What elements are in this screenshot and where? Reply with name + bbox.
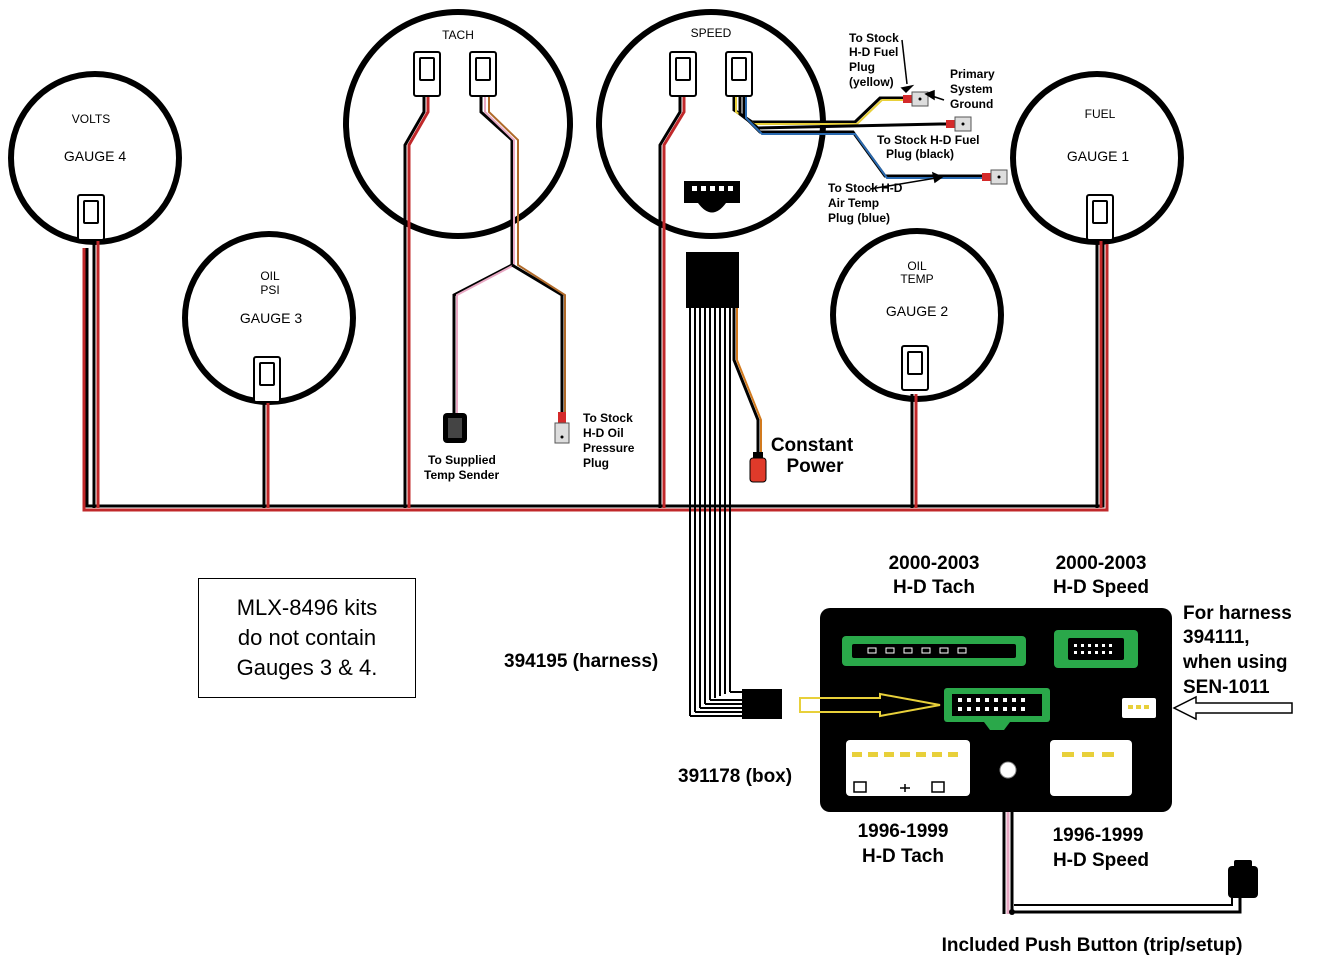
plug-oil-pressure — [554, 412, 570, 444]
svg-text:Pressure: Pressure — [583, 441, 635, 455]
gauge-oil-temp: OIL TEMP GAUGE 2 — [830, 228, 1004, 402]
kit-note-box: MLX-8496 kits do not contain Gauges 3 & … — [198, 578, 416, 698]
svg-text:To Stock: To Stock — [583, 411, 633, 425]
callout-arrows — [869, 39, 945, 190]
temp-sender-plug — [443, 413, 467, 443]
push-button-port — [999, 761, 1017, 779]
svg-text:Ground: Ground — [950, 97, 993, 111]
kit-note-line-1: MLX-8496 kits — [236, 595, 378, 620]
svg-text:System: System — [950, 82, 993, 96]
sen-arrow — [1172, 695, 1293, 721]
insert-arrow — [799, 692, 941, 718]
label-1996-tach: 1996-1999 H-D Tach — [858, 821, 949, 867]
speed-internal-connector — [684, 181, 740, 203]
svg-text:Constant: Constant — [771, 435, 854, 456]
gauge-fuel-label: FUEL — [1085, 107, 1116, 121]
svg-text:Power: Power — [786, 456, 844, 477]
tach-sensor-wires — [452, 94, 566, 418]
gauge-4-label: GAUGE 4 — [64, 148, 126, 164]
gauge-1-label: GAUGE 1 — [1067, 148, 1129, 164]
connector-2000-speed — [1054, 630, 1138, 668]
svg-text:394111,: 394111, — [1183, 627, 1250, 648]
gauge-oil-psi: OIL PSI GAUGE 3 — [182, 231, 356, 405]
constant-power-plug — [749, 452, 767, 483]
gauge-connectors — [77, 51, 1114, 403]
svg-text:Temp Sender: Temp Sender — [424, 468, 499, 482]
svg-text:To Supplied: To Supplied — [428, 453, 496, 467]
gauge-branch-wires — [92, 94, 1103, 508]
callout-temp-sender: To Supplied Temp Sender — [424, 453, 499, 482]
power-harness-bundle — [686, 252, 762, 717]
gauge-volts-label: VOLTS — [72, 112, 110, 126]
label-sen-note: For harness 394111, when using SEN-1011 — [1182, 603, 1292, 698]
gauge-tach-label: TACH — [442, 28, 474, 42]
callout-air-temp: To Stock H-D Air Temp Plug (blue) — [828, 181, 903, 225]
callout-primary-ground: Primary System Ground — [950, 67, 995, 111]
svg-text:Plug (black): Plug (black) — [886, 147, 954, 161]
svg-text:H-D Tach: H-D Tach — [893, 577, 975, 598]
svg-text:2000-2003: 2000-2003 — [1056, 553, 1147, 574]
svg-text:To Stock H-D Fuel: To Stock H-D Fuel — [877, 133, 979, 147]
plug-ground — [946, 116, 972, 132]
label-1996-speed: 1996-1999 H-D Speed — [1053, 825, 1149, 871]
push-button-label: Included Push Button (trip/setup) — [942, 935, 1243, 956]
label-2000-speed: 2000-2003 H-D Speed — [1053, 553, 1149, 598]
plug-fuel-yellow — [903, 91, 929, 107]
svg-text:H-D Speed: H-D Speed — [1053, 850, 1149, 871]
svg-text:H-D Fuel: H-D Fuel — [849, 45, 898, 59]
connector-harness — [944, 688, 1050, 730]
harness-plug — [742, 689, 782, 719]
gauge-3-label: GAUGE 3 — [240, 310, 302, 326]
svg-text:1996-1999: 1996-1999 — [858, 821, 949, 842]
svg-text:H-D Speed: H-D Speed — [1053, 577, 1149, 598]
gauge-oil-label: OIL — [260, 269, 280, 283]
harness-label: 394195 (harness) — [504, 651, 658, 672]
push-button[interactable] — [1228, 860, 1258, 898]
gauge-speed-label: SPEED — [691, 26, 732, 40]
svg-text:Plug: Plug — [849, 60, 875, 74]
svg-text:1996-1999: 1996-1999 — [1053, 825, 1144, 846]
svg-text:Plug (blue): Plug (blue) — [828, 211, 890, 225]
connector-sen-1011 — [1122, 698, 1156, 718]
callout-fuel-black: To Stock H-D Fuel Plug (black) — [877, 133, 979, 161]
plug-air-temp — [982, 169, 1008, 185]
svg-text:Air Temp: Air Temp — [828, 196, 879, 210]
svg-text:(yellow): (yellow) — [849, 75, 894, 89]
svg-text:Plug: Plug — [583, 456, 609, 470]
svg-text:when using: when using — [1182, 652, 1288, 673]
gauge-oil-temp-temp-label: TEMP — [900, 272, 933, 286]
connector-2000-tach — [842, 636, 1026, 666]
svg-text:SEN-1011: SEN-1011 — [1183, 677, 1270, 698]
control-box — [820, 608, 1172, 812]
gauge-psi-label: PSI — [260, 283, 279, 297]
kit-note-line-3: Gauges 3 & 4. — [236, 655, 378, 680]
svg-text:For harness: For harness — [1183, 603, 1292, 624]
svg-text:To Stock: To Stock — [849, 31, 899, 45]
kit-note-line-2: do not contain — [237, 625, 377, 650]
svg-text:Primary: Primary — [950, 67, 995, 81]
callout-fuel-yellow: To Stock H-D Fuel Plug (yellow) — [849, 31, 899, 89]
svg-text:H-D Tach: H-D Tach — [862, 846, 944, 867]
callout-constant-power: Constant Power — [771, 435, 854, 477]
speed-sensor-wires — [732, 94, 985, 179]
gauge-2-label: GAUGE 2 — [886, 303, 948, 319]
gauge-oil-temp-oil-label: OIL — [907, 259, 927, 273]
svg-text:2000-2003: 2000-2003 — [889, 553, 980, 574]
connector-1996-tach — [846, 740, 970, 796]
label-2000-tach: 2000-2003 H-D Tach — [889, 553, 980, 598]
gauge-volts: VOLTS GAUGE 4 — [8, 71, 182, 245]
gauge-tach: TACH — [343, 9, 573, 239]
connector-1996-speed — [1050, 740, 1132, 796]
svg-text:To Stock H-D: To Stock H-D — [828, 181, 903, 195]
main-harness-bus — [82, 244, 1109, 512]
callout-oil-pressure: To Stock H-D Oil Pressure Plug — [583, 411, 635, 470]
svg-text:H-D Oil: H-D Oil — [583, 426, 624, 440]
box-label: 391178 (box) — [678, 766, 792, 787]
